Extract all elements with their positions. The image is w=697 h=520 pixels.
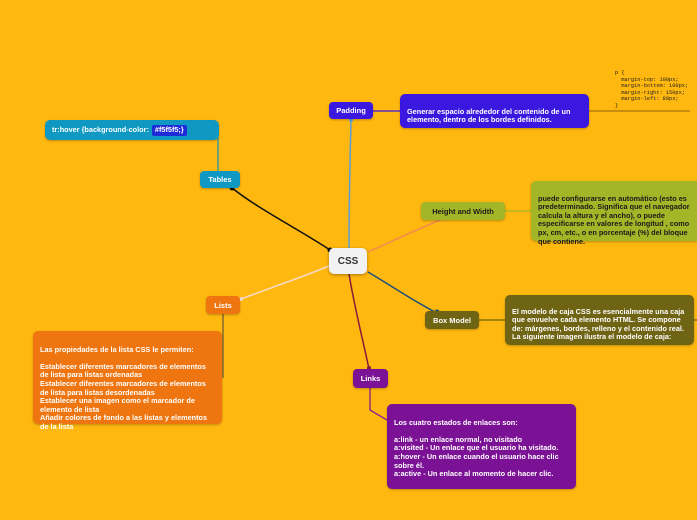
padding-code-snippet: p { margin-top: 100px; margin-bottom: 10… [615,70,689,109]
box-model-note[interactable]: El modelo de caja CSS es esencialmente u… [505,295,694,345]
connector-box-model [367,271,438,314]
connector-links-note [369,388,388,421]
links-note-text: Los cuatro estados de enlaces son: a:lin… [394,417,559,479]
connector-tables [231,187,331,251]
connector-padding [348,119,352,249]
topic-tables[interactable]: Tables [200,171,240,188]
topic-height-width[interactable]: Height and Width [421,202,505,220]
central-topic[interactable]: CSS [329,248,367,274]
height-width-note-text: puede configurarse en automático (esto e… [538,193,690,246]
topic-box-model-label: Box Model [433,315,471,325]
connector-links [348,273,370,370]
padding-note-text: Generar espacio alrededor del contenido … [407,106,571,125]
topic-lists-label: Lists [214,300,232,310]
topic-links-label: Links [360,374,381,383]
links-note[interactable]: Los cuatro estados de enlaces son: a:lin… [387,404,576,489]
topic-box-model[interactable]: Box Model [425,311,479,329]
tables-hover-hex: #f5f5f5;} [151,125,187,136]
topic-padding[interactable]: Padding [329,102,373,119]
topic-padding-label: Padding [336,106,366,115]
height-width-note[interactable]: puede configurarse en automático (esto e… [531,181,697,245]
connector-lists [240,265,330,300]
central-topic-label: CSS [337,255,359,267]
lists-note[interactable]: Las propiedades de la lista CSS le permi… [33,331,222,431]
topic-lists[interactable]: Lists [206,296,240,314]
topic-tables-label: Tables [208,175,232,184]
connector-height-width [367,217,446,253]
padding-note[interactable]: Generar espacio alrededor del contenido … [400,94,589,128]
topic-height-width-label: Height and Width [432,206,494,216]
tables-hover-text: tr:hover {background-color: [52,125,149,134]
topic-links[interactable]: Links [353,369,388,388]
lists-note-text: Las propiedades de la lista CSS le permi… [40,344,208,431]
box-model-note-text: El modelo de caja CSS es esencialmente u… [512,306,685,342]
tables-hover-note[interactable]: tr:hover {background-color:#f5f5f5;} [45,120,219,140]
